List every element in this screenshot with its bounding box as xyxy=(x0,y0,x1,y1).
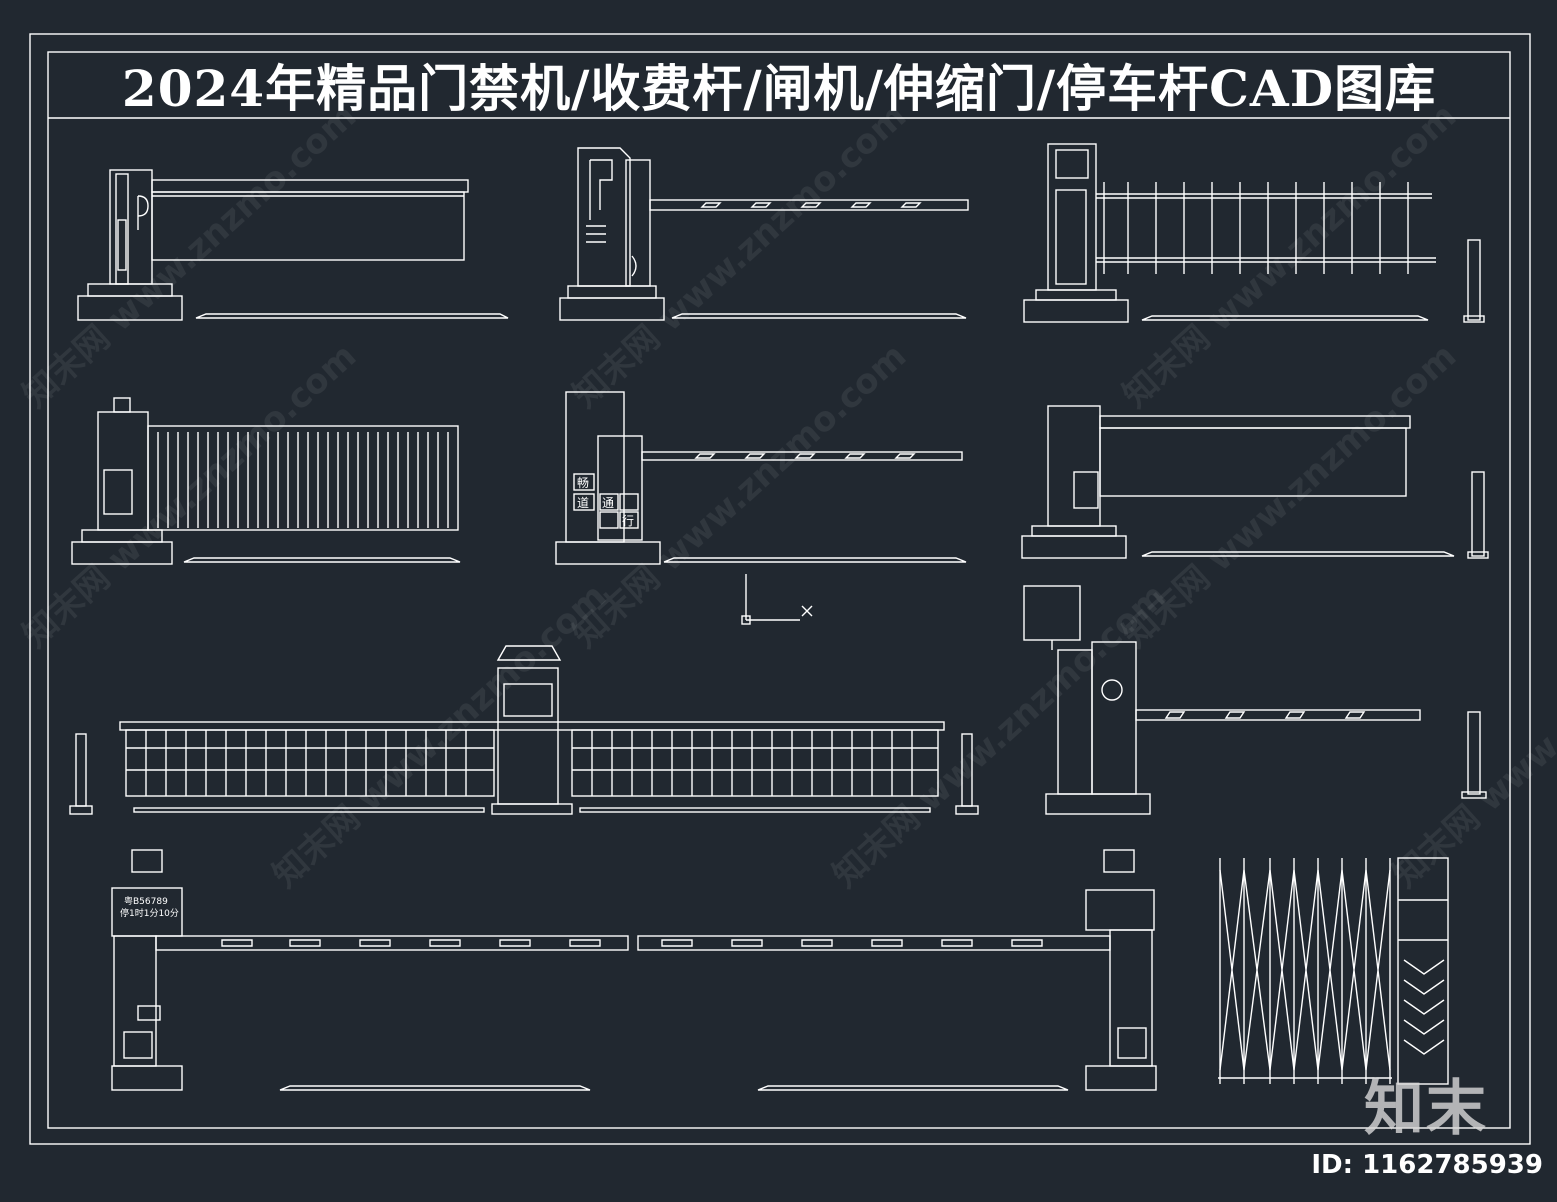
kiosk-char-1: 畅 xyxy=(577,476,589,490)
image-id-label: ID: 1162785939 xyxy=(1311,1150,1543,1180)
parking-kiosk-gate-1 xyxy=(559,147,969,321)
outer-frame xyxy=(29,33,1531,1145)
lpr-barrier-gate-left xyxy=(111,849,629,1091)
ucs-axis-icon xyxy=(741,574,813,625)
kiosk-char-2: 通 xyxy=(602,496,614,510)
inner-frame xyxy=(47,51,1511,1129)
plate-line-1: 粤B56789 xyxy=(124,895,168,907)
lpr-barrier-gate-right xyxy=(637,849,1157,1091)
fence-barrier-gate-1 xyxy=(1023,143,1485,323)
retractable-gate xyxy=(1218,857,1449,1085)
barrier-gate-1 xyxy=(77,169,509,321)
parking-kiosk-gate-2 xyxy=(555,391,967,565)
fence-barrier-gate-2 xyxy=(71,397,461,565)
barrier-gate-2 xyxy=(1021,405,1489,559)
kiosk-char-3: 行 xyxy=(622,514,634,528)
barrier-gate-3 xyxy=(1023,585,1487,815)
site-logo: 知末 xyxy=(1364,1074,1488,1144)
drawing-title: 2024年精品门禁机/收费杆/闸机/伸缩门/停车杆CAD图库 xyxy=(121,59,1437,118)
guardhouse-fence-gate xyxy=(69,645,979,815)
plate-line-2: 停1时1分10分 xyxy=(120,907,179,919)
kiosk-char-4: 道 xyxy=(577,496,589,510)
